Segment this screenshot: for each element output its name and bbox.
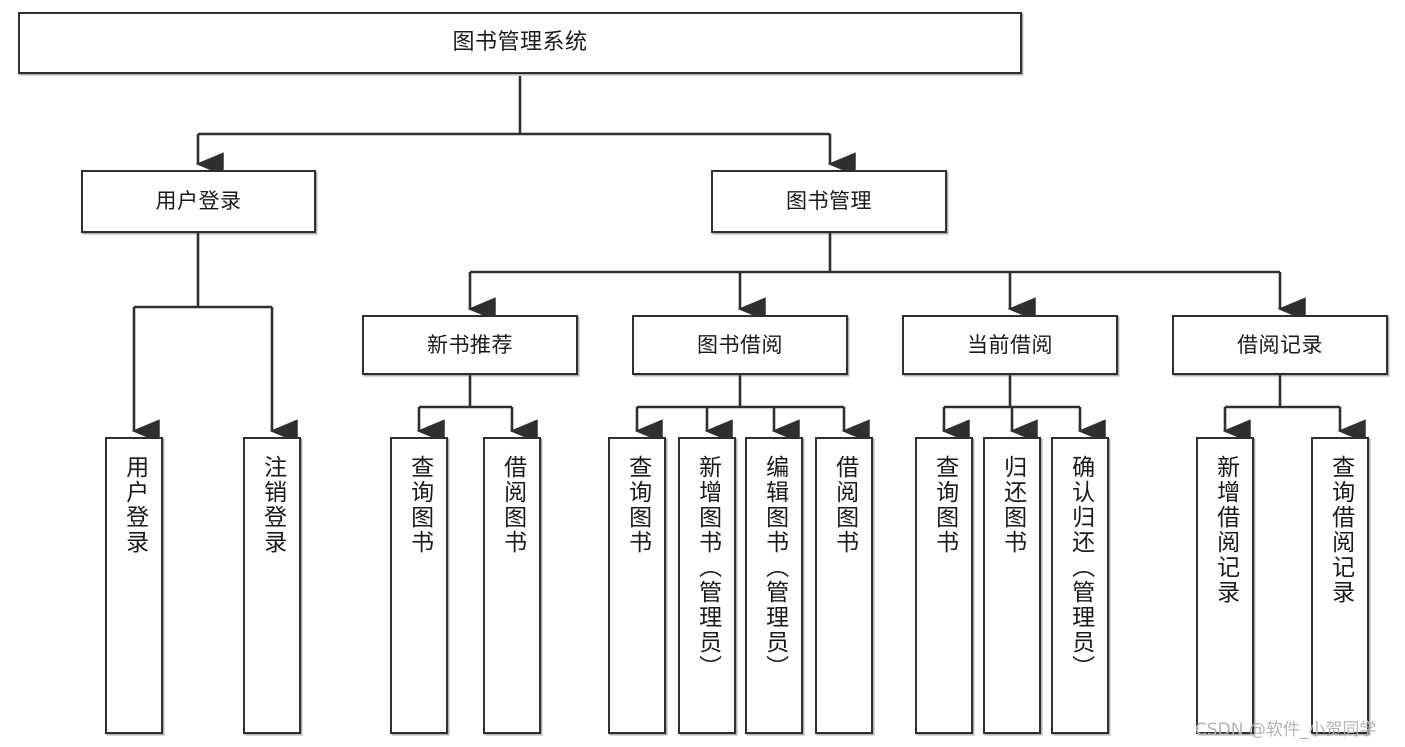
node-new-book-recommend[interactable]: 新书推荐	[362, 315, 578, 375]
node-book-management[interactable]: 图书管理	[711, 170, 947, 233]
leaf-confirm-return-admin[interactable]: 确认归还（管理员）	[1051, 437, 1109, 734]
node-label: 新增图书（管理员）	[694, 455, 721, 680]
leaf-user-login[interactable]: 用户登录	[105, 437, 163, 734]
leaf-query-book-recommend[interactable]: 查询图书	[390, 437, 448, 734]
node-label: 借阅图书	[499, 455, 526, 555]
node-label: 查询图书	[624, 455, 651, 555]
node-label: 查询图书	[406, 455, 433, 555]
node-label: 新增借阅记录	[1212, 455, 1239, 605]
leaf-query-book-current[interactable]: 查询图书	[915, 437, 973, 734]
node-label: 图书管理	[786, 189, 872, 214]
node-label: 确认归还（管理员）	[1067, 455, 1094, 680]
leaf-add-book-admin[interactable]: 新增图书（管理员）	[678, 437, 736, 734]
leaf-edit-book-admin[interactable]: 编辑图书（管理员）	[745, 437, 803, 734]
node-label: 用户登录	[121, 455, 148, 555]
leaf-borrow-book[interactable]: 借阅图书	[815, 437, 873, 734]
leaf-query-book-borrow[interactable]: 查询图书	[608, 437, 666, 734]
node-label: 图书借阅	[697, 332, 783, 357]
leaf-add-borrow-record[interactable]: 新增借阅记录	[1196, 437, 1254, 734]
node-borrow-record[interactable]: 借阅记录	[1172, 315, 1388, 375]
leaf-return-book[interactable]: 归还图书	[983, 437, 1041, 734]
node-label: 借阅记录	[1237, 332, 1323, 357]
node-label: 图书管理系统	[452, 30, 588, 56]
node-label: 注销登录	[259, 455, 286, 555]
node-label: 用户登录	[155, 189, 242, 214]
node-root-system[interactable]: 图书管理系统	[18, 12, 1022, 74]
node-label: 新书推荐	[427, 332, 513, 357]
node-user-login[interactable]: 用户登录	[81, 170, 316, 233]
node-label: 查询借阅记录	[1327, 455, 1354, 605]
node-label: 归还图书	[999, 455, 1026, 555]
node-label: 查询图书	[931, 455, 958, 555]
leaf-borrow-book-recommend[interactable]: 借阅图书	[483, 437, 541, 734]
node-label: 编辑图书（管理员）	[761, 455, 788, 680]
node-current-borrow[interactable]: 当前借阅	[902, 315, 1118, 375]
leaf-logout[interactable]: 注销登录	[243, 437, 301, 734]
leaf-query-borrow-record[interactable]: 查询借阅记录	[1311, 437, 1369, 734]
node-label: 当前借阅	[967, 332, 1053, 357]
node-book-borrow[interactable]: 图书借阅	[632, 315, 848, 375]
node-label: 借阅图书	[831, 455, 858, 555]
